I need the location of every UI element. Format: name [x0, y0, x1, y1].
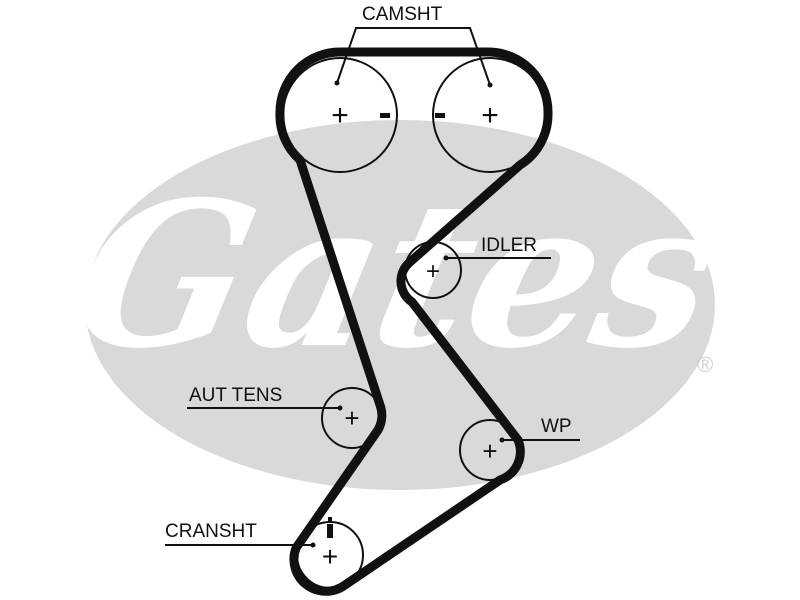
plus-marker: +	[331, 99, 349, 132]
pulley-idler: +	[404, 241, 462, 299]
leader-lines	[165, 27, 580, 546]
label-water-pump: WP	[541, 416, 572, 437]
label-idler: IDLER	[481, 235, 537, 256]
logo-wordmark: Gates	[55, 157, 738, 392]
minus-marker	[380, 113, 390, 118]
label-camshaft: CAMSHT	[362, 4, 443, 25]
timing-mark	[327, 524, 333, 538]
plus-marker: +	[322, 541, 338, 572]
plus-marker: +	[482, 436, 497, 466]
label-crankshaft: CRANSHT	[165, 521, 257, 542]
pulley-crankshaft: +	[296, 517, 364, 589]
plus-marker: +	[426, 258, 440, 285]
gates-logo: Gates ®	[55, 120, 738, 490]
timing-mark	[328, 517, 332, 521]
plus-marker: +	[481, 99, 499, 132]
minus-marker	[435, 113, 445, 118]
registered-mark: ®	[697, 352, 713, 377]
pulley-camshaft-left: +	[282, 57, 398, 173]
plus-marker: +	[344, 403, 359, 433]
pulley-auto-tensioner: +	[321, 387, 383, 449]
logo-oval	[85, 120, 715, 490]
label-auto-tensioner: AUT TENS	[189, 385, 282, 406]
pulley-water-pump: +	[459, 419, 521, 481]
leader-camshaft	[336, 27, 491, 86]
